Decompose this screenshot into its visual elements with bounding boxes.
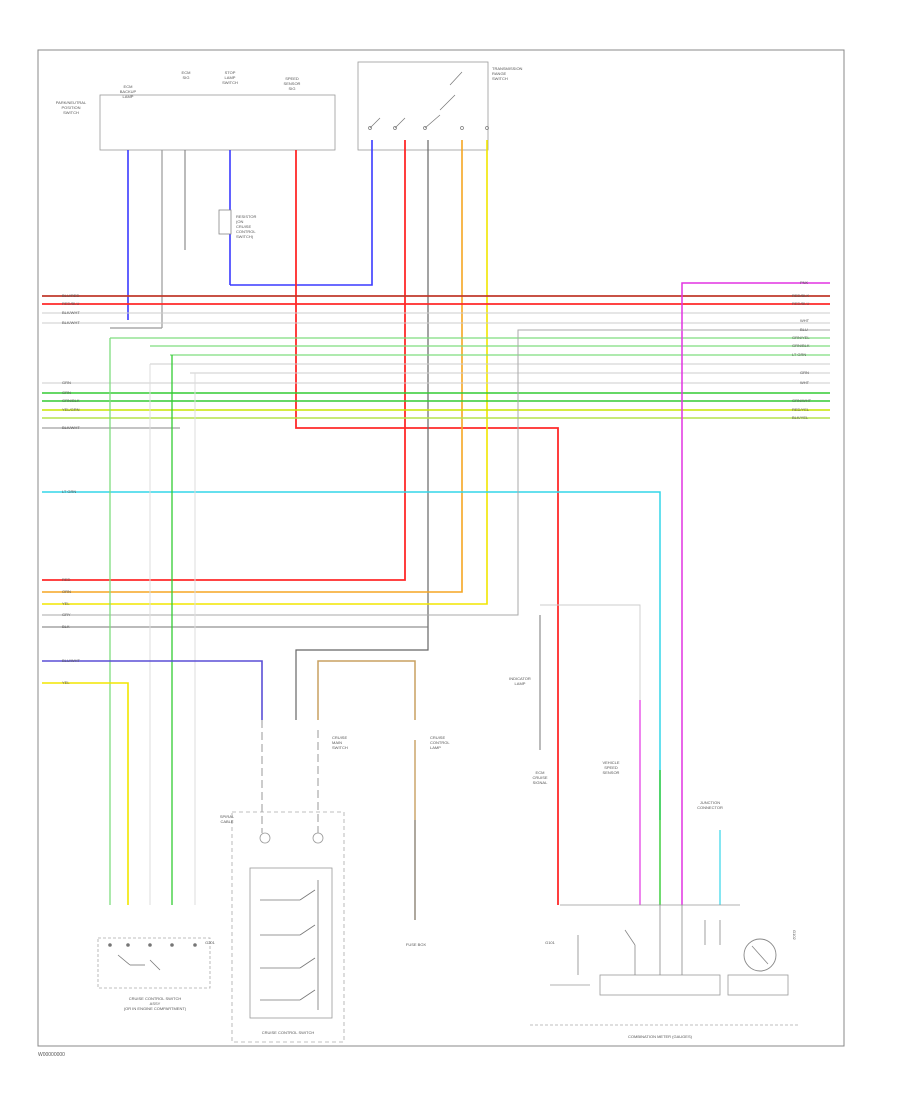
combination-meter-label: COMBINATION METER (GAUGES): [628, 1034, 692, 1039]
module-label-4: STOP LAMP SWITCH: [222, 70, 238, 85]
trans-switch-contacts: [368, 71, 489, 130]
resistor-label: RESISTOR (ON CRUISE CONTROL SWITCH): [236, 214, 257, 239]
bus-label-left-5: GRN: [62, 380, 71, 385]
trans-range-switch-box: [357, 61, 489, 151]
bus-label-left-9: BLK/WHT: [62, 425, 80, 430]
bus-label-left-2: RED/BLU: [62, 301, 80, 306]
cruise-control-switch-box: [97, 937, 211, 989]
cruise-main-assy-outer: [231, 811, 345, 1043]
module-label-2: ECM BACKUP LAMP: [119, 84, 137, 99]
bus-label-left-17: YEL: [62, 680, 70, 685]
cruise-main-sw-label: CRUISE MAIN SWITCH: [332, 735, 348, 750]
spiral-connector-right: [312, 832, 324, 844]
meter-internal: [577, 905, 721, 975]
fuse-box-label: FUSE BOX: [405, 942, 427, 947]
bus-label-right-12: RED/YEL: [792, 407, 810, 412]
diagram-border: [37, 49, 845, 1047]
bus-label-right-3: RED/BLU: [792, 301, 810, 306]
ecm-node-label: ECM CRUISE SIGNAL: [532, 770, 548, 785]
wire-black-trans: [295, 140, 429, 720]
bus-label-right-4: WHT: [800, 318, 810, 323]
wire-red-main: [295, 150, 559, 905]
cruise-switch-steps: [260, 880, 319, 1010]
module-label-1: PARK/NEUTRAL POSITION SWITCH: [55, 100, 87, 115]
bus-label-left-6: GRN: [62, 390, 71, 395]
document-id: W00000000: [38, 1052, 65, 1058]
vehicle-speed-label: VEHICLE SPEED SENSOR: [602, 760, 620, 775]
wire-red-trans: [42, 140, 406, 581]
ground-b-label: G102: [792, 930, 797, 940]
bus-label-right-7: GRN/BLK: [792, 343, 810, 348]
bus-label-left-15: BLK: [62, 624, 70, 629]
bus-label-right-13: BLK/YEL: [792, 415, 809, 420]
wire-yellow-left: [42, 682, 129, 905]
ground-a-label: G101: [545, 940, 555, 945]
cruise-main-assy-inner: [249, 867, 333, 1019]
module-label-5: SPEED SENSOR SIG: [283, 76, 301, 91]
bus-label-left-14: GRY: [62, 612, 71, 617]
control-module-box: [99, 94, 336, 151]
bus-label-right-2: RED/BLK: [792, 293, 810, 298]
bus-label-right-5: BLU: [800, 327, 808, 332]
bus-label-left-11: RED: [62, 577, 71, 582]
wire-gray-right: [42, 329, 830, 616]
wire-magenta: [681, 282, 830, 905]
bus-label-right-6: GRN/YEL: [792, 335, 810, 340]
bus-label-right-9: GRN: [800, 370, 809, 375]
bus-label-right-10: WHT: [800, 380, 810, 385]
bus-label-left-10: LT GRN: [62, 489, 77, 494]
ground-c-label: G201: [205, 940, 215, 945]
bus-label-right-8: LT GRN: [792, 352, 807, 357]
cruise-switch-contacts: [108, 943, 197, 971]
bus-label-left-3: BLK/WHT: [62, 310, 80, 315]
bus-label-left-12: ORN: [62, 589, 71, 594]
bus-label-left-16: BLU/WHT: [62, 658, 80, 663]
wire-cyan: [42, 491, 661, 820]
gauge-needle: [751, 945, 769, 965]
trans-range-switch-label: TRANSMISSION RANGE SWITCH: [492, 66, 523, 81]
bus-label-left-4: BLK/WHT: [62, 320, 80, 325]
gauge-icon: [743, 938, 777, 972]
spiral-connector-left: [259, 832, 271, 844]
bus-label-right-11: GRN/WHT: [792, 398, 812, 403]
bus-label-right-1: PNK: [800, 280, 809, 285]
cruise-switch-assy-label: CRUISE CONTROL SWITCH ASSY (OR IN ENGINE…: [123, 996, 187, 1011]
wire-tan: [317, 660, 416, 720]
indicator-lamp-label: INDICATOR LAMP: [509, 676, 531, 686]
spiral-cable-label: SPIRAL CABLE: [219, 814, 235, 824]
gauge-housing: [727, 974, 789, 996]
bus-label-left-1: BLU/RED: [62, 293, 80, 298]
bus-label-left-8: YEL/GRN: [62, 407, 80, 412]
wire-yellow-trans: [42, 140, 488, 605]
wire-violet-left: [42, 660, 263, 720]
cc-lamp-label: CRUISE CONTROL LAMP: [430, 735, 450, 750]
bus-label-left-7: GRN/BLK: [62, 398, 80, 403]
bus-label-left-13: YEL: [62, 601, 70, 606]
module-label-3: ECM SIG: [181, 70, 191, 80]
cruise-control-switch-label: CRUISE CONTROL SWITCH: [261, 1030, 315, 1035]
wire-orange-trans: [42, 140, 463, 593]
wire-white-sensor: [540, 604, 641, 700]
junction-connector-label: JUNCTION CONNECTOR: [697, 800, 723, 810]
wire-blue-loop: [230, 140, 373, 286]
resistor: [218, 209, 232, 235]
combination-meter-body: [599, 974, 721, 996]
